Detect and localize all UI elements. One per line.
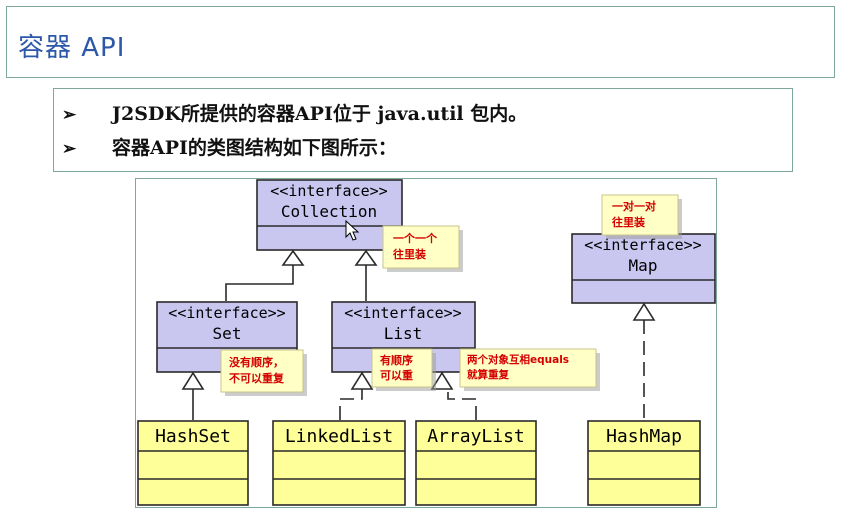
class-hashmap[interactable]: HashMap [587,420,701,506]
class-hashset[interactable]: HashSet [137,420,249,506]
interface-stereotype: <<interface>> [270,182,387,200]
note-line: 没有顺序， [229,355,284,369]
interface-name: Collection [281,202,377,221]
mouse-cursor-icon [345,219,360,241]
interface-name: List [384,324,423,343]
bullet-frame: ➢ J2SDK所提供的容器API位于 java.util 包内。 ➢ 容器API的类… [53,88,793,172]
interface-stereotype: <<interface>> [344,304,461,322]
note-line: 一对一对 [612,199,656,213]
edge-arraylist-list-dashed [447,389,477,420]
bullet-arrow-icon: ➢ [62,139,77,159]
note-set: 没有顺序， 不可以重复 [220,349,307,396]
connectors [192,265,645,420]
interface-stereotype: <<interface>> [584,236,701,254]
class-diagram-frame: <<interface>> Collection <<interface>> S… [135,178,717,508]
class-arraylist[interactable]: ArrayList [415,420,537,506]
interface-name: Map [629,256,658,275]
title-frame: 容器 API [6,6,835,78]
edge-set-collection [225,265,294,301]
interface-name: Set [213,324,242,343]
bullet-arrow-icon: ➢ [62,105,77,125]
interface-map[interactable]: <<interface>> Map [571,233,716,304]
arrowhead-list-left [350,371,374,390]
class-linkedlist[interactable]: LinkedList [272,420,406,506]
note-line: 有顺序 [380,353,413,367]
note-line: 一个一个 [393,231,438,245]
arrowhead-collection-left [281,249,305,266]
note-equals: 两个对象互相equals 就算重复 [459,348,600,391]
note-line: 两个对象互相equals [467,353,569,366]
arrowhead-set [181,371,205,390]
arrowhead-list-right [430,371,454,390]
class-diagram: <<interface>> Collection <<interface>> S… [137,179,716,506]
class-name: HashMap [606,426,682,447]
bullet-item-2: ➢ 容器API的类图结构如下图所示： [62,133,397,160]
note-line: 可以重 [380,368,413,382]
note-map: 一对一对 往里装 [601,194,682,239]
note-line: 往里装 [612,215,645,229]
arrowhead-map [632,302,656,321]
arrowhead-collection-right [354,249,378,266]
interface-stereotype: <<interface>> [168,304,285,322]
note-list: 有顺序 可以重 [371,348,436,391]
bullet-item-1: ➢ J2SDK所提供的容器API位于 java.util 包内。 [62,99,527,126]
class-name: LinkedList [285,426,393,447]
note-line: 往里装 [393,247,426,261]
bullet-text-1: J2SDK所提供的容器API位于 java.util 包内。 [112,103,528,125]
class-name: HashSet [155,426,231,447]
bullet-text-2: 容器API的类图结构如下图所示： [112,137,397,159]
note-collection: 一个一个 往里装 [382,225,463,272]
generalization-arrowheads [181,249,656,390]
note-line: 不可以重复 [229,371,285,385]
interface-collection[interactable]: <<interface>> Collection [256,179,403,251]
note-line: 就算重复 [467,368,509,381]
class-name: ArrayList [427,426,525,447]
edge-linkedlist-list-dashed [339,389,363,420]
slide-title: 容器 API [18,33,126,63]
